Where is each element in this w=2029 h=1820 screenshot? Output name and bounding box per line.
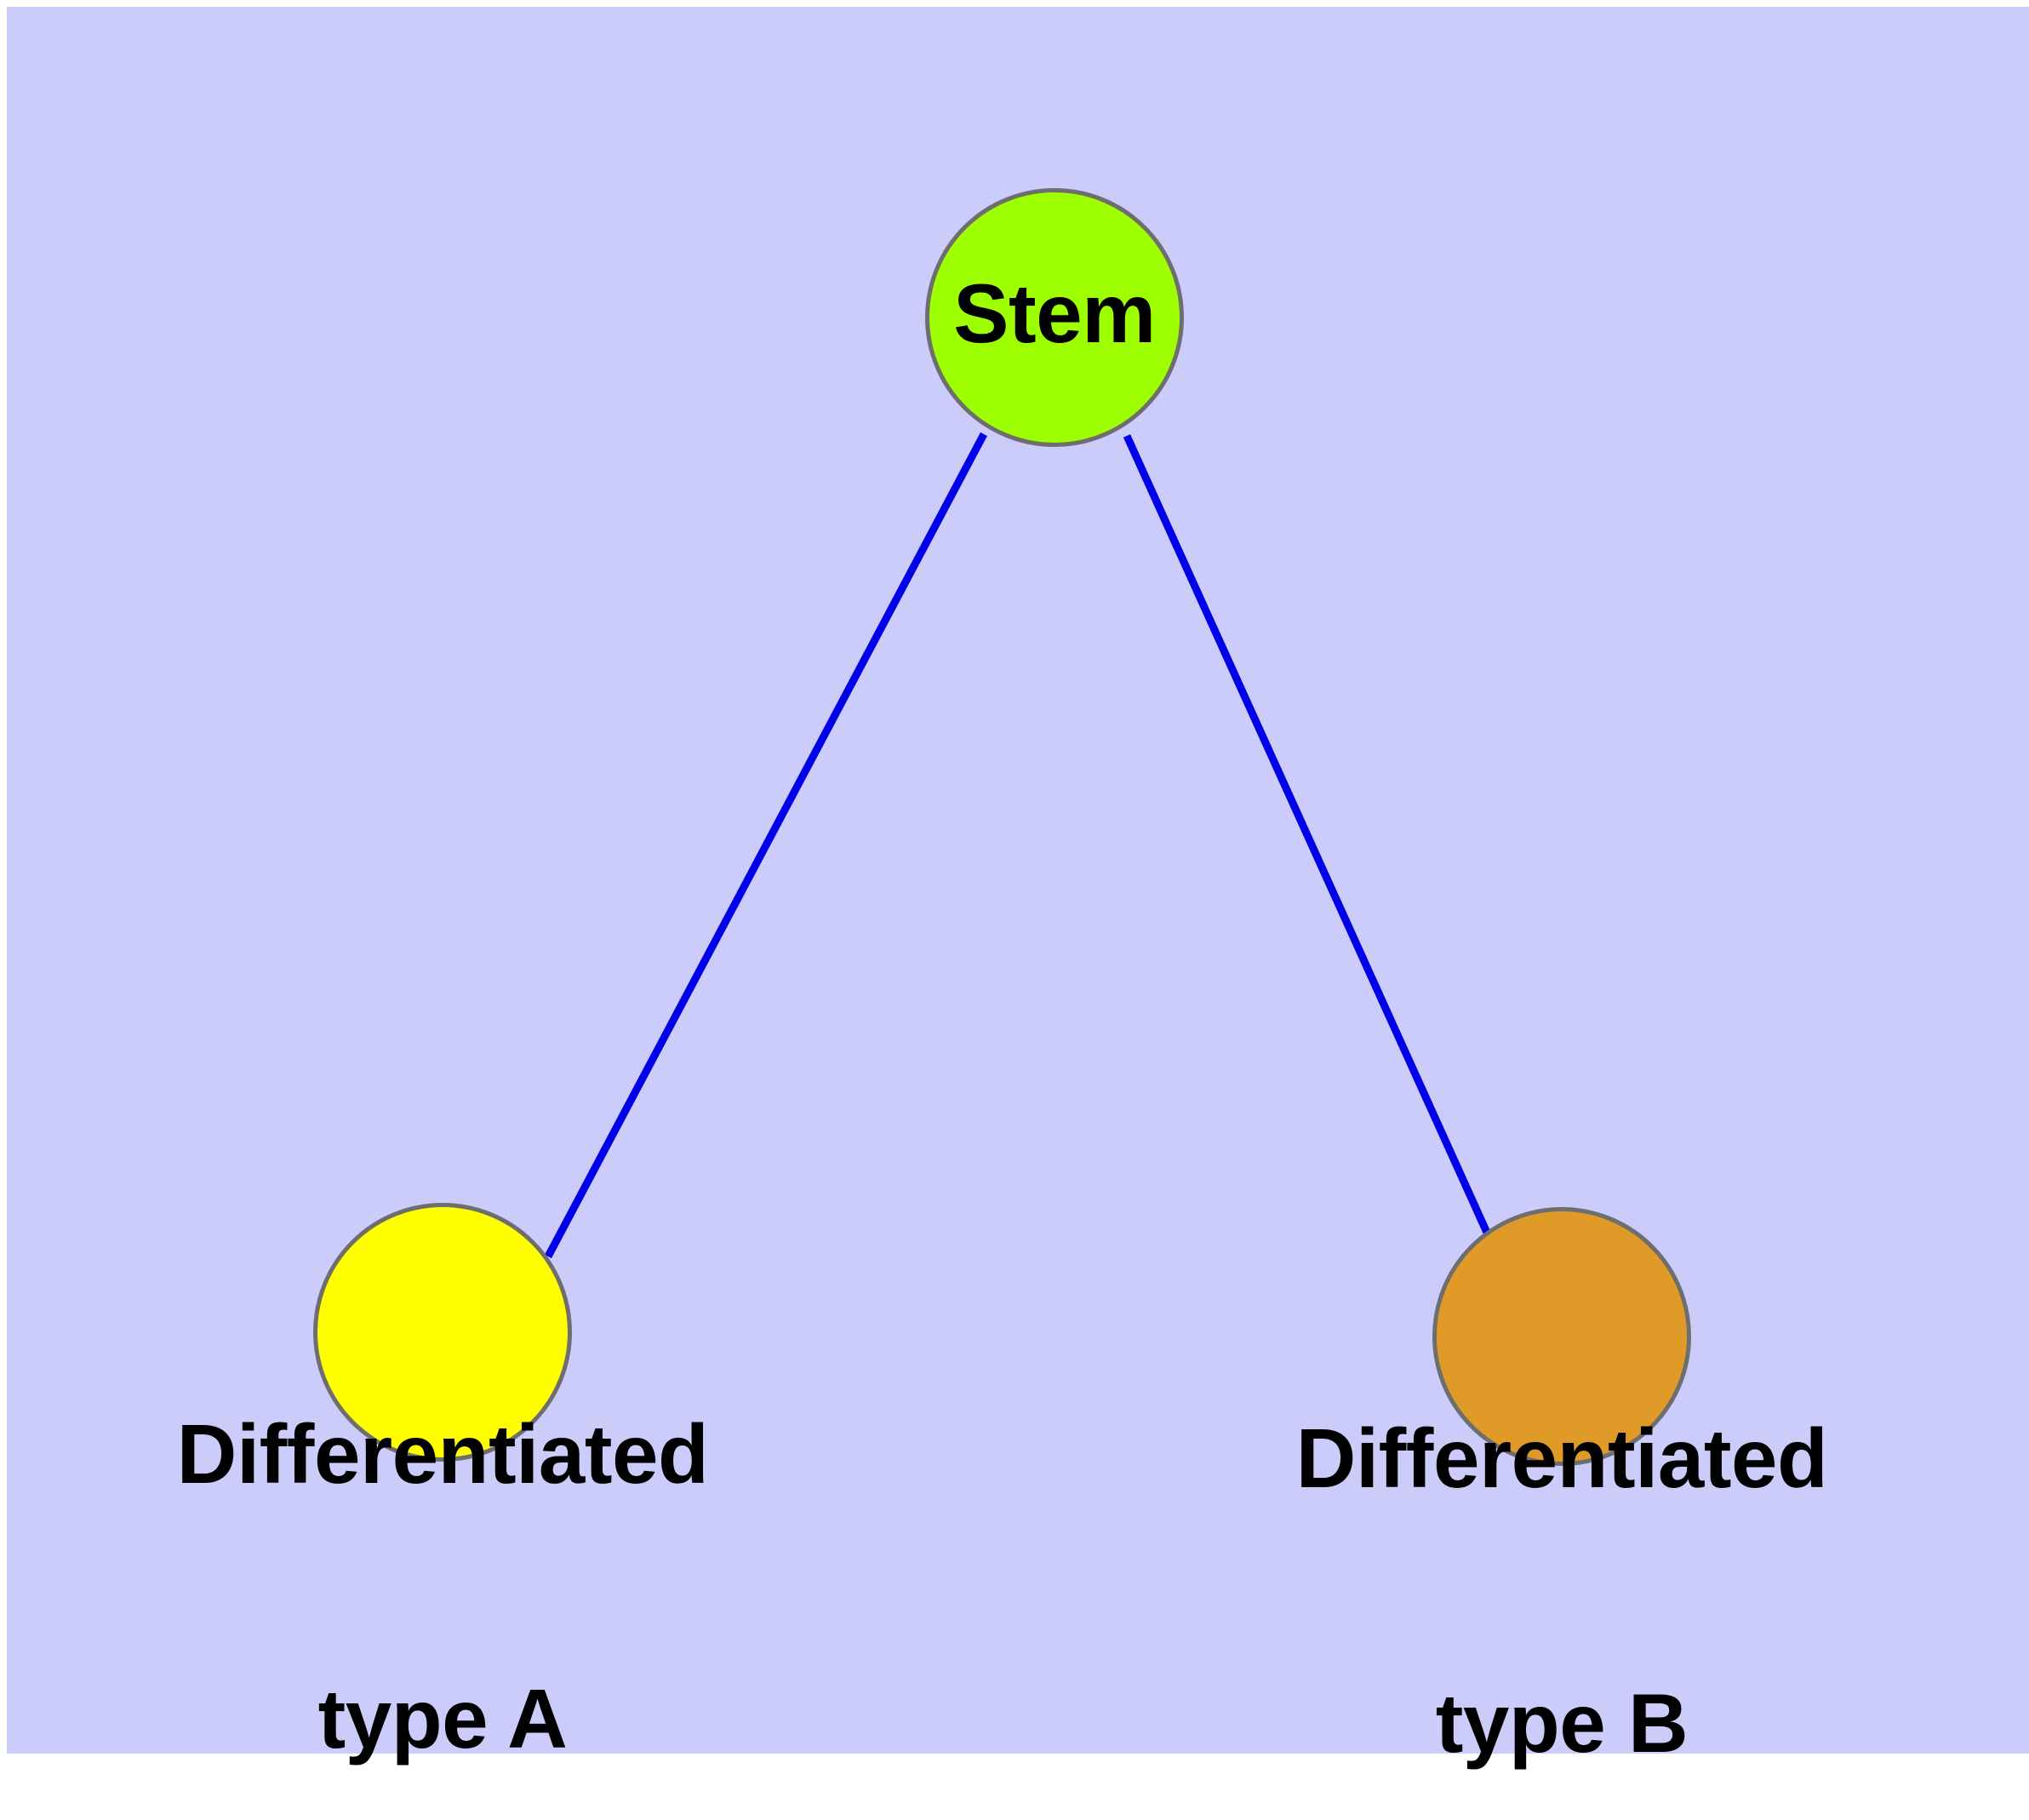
node-differentiated-type-a-circle[interactable] [313, 1203, 572, 1462]
node-stem[interactable]: Stem [925, 188, 1184, 447]
node-differentiated-type-a[interactable]: Differentiated type A [177, 1203, 709, 1763]
node-stem-circle[interactable] [925, 188, 1184, 447]
node-differentiated-type-b[interactable]: Differentiated type B [1296, 1207, 1828, 1767]
edge-stem-to-differentiated-type-b [1123, 434, 1492, 1236]
node-differentiated-type-b-circle[interactable] [1432, 1207, 1691, 1466]
edge-stem-to-differentiated-type-a [545, 432, 987, 1259]
